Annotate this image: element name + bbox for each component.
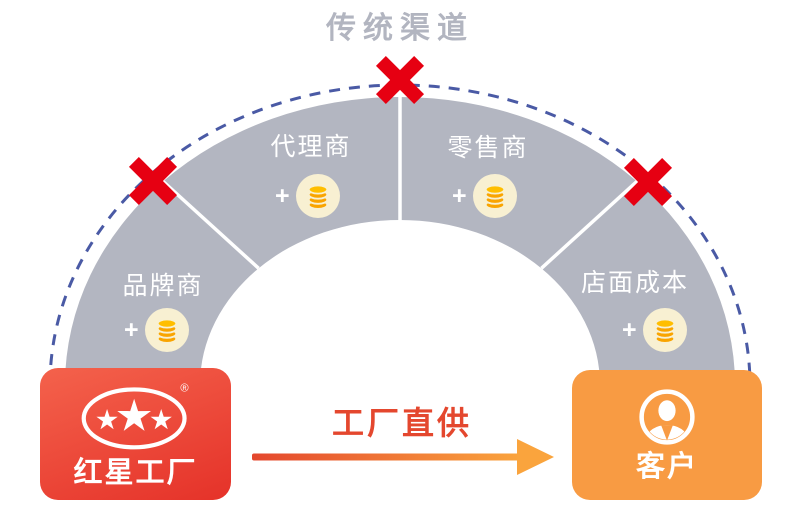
divider-right <box>540 178 640 270</box>
coin-stack-icon <box>473 174 517 218</box>
segment-label-storecost: 店面成本 <box>580 269 690 297</box>
cost-badge-retailer: + <box>452 174 517 218</box>
customer-label: 客户 <box>635 450 698 483</box>
cost-badge-storecost: + <box>622 308 687 352</box>
red-cross-icon <box>373 53 427 107</box>
factory-label: 红星工厂 <box>73 457 198 489</box>
plus-sign: + <box>275 182 290 210</box>
factory-card: ® 红星工厂 <box>40 368 231 500</box>
coin-stack-icon <box>145 308 189 352</box>
customer-card: 客户 <box>572 370 762 500</box>
cost-badge-brand: + <box>124 308 189 352</box>
segment-label-brand: 品牌商 <box>122 272 204 300</box>
red-cross-icon <box>621 155 675 209</box>
coin-stack-icon <box>296 174 340 218</box>
red-cross-icon <box>126 154 180 208</box>
customer-icon <box>639 388 695 445</box>
three-star-logo-icon: ® <box>81 382 189 450</box>
registered-mark: ® <box>180 382 189 394</box>
segment-label-agent: 代理商 <box>270 133 352 161</box>
segment-label-retailer: 零售商 <box>447 134 529 162</box>
direct-supply-label: 工厂直供 <box>331 405 473 441</box>
plus-sign: + <box>452 182 467 210</box>
cost-badge-agent: + <box>275 174 340 218</box>
channel-ring <box>65 97 735 385</box>
plus-sign: + <box>622 316 637 344</box>
divider-left <box>160 178 260 270</box>
plus-sign: + <box>124 316 139 344</box>
direct-supply-arrow-icon <box>252 439 554 475</box>
coin-stack-icon <box>643 308 687 352</box>
dashed-arc <box>48 83 752 386</box>
page-title: 传统渠道 <box>326 12 474 45</box>
